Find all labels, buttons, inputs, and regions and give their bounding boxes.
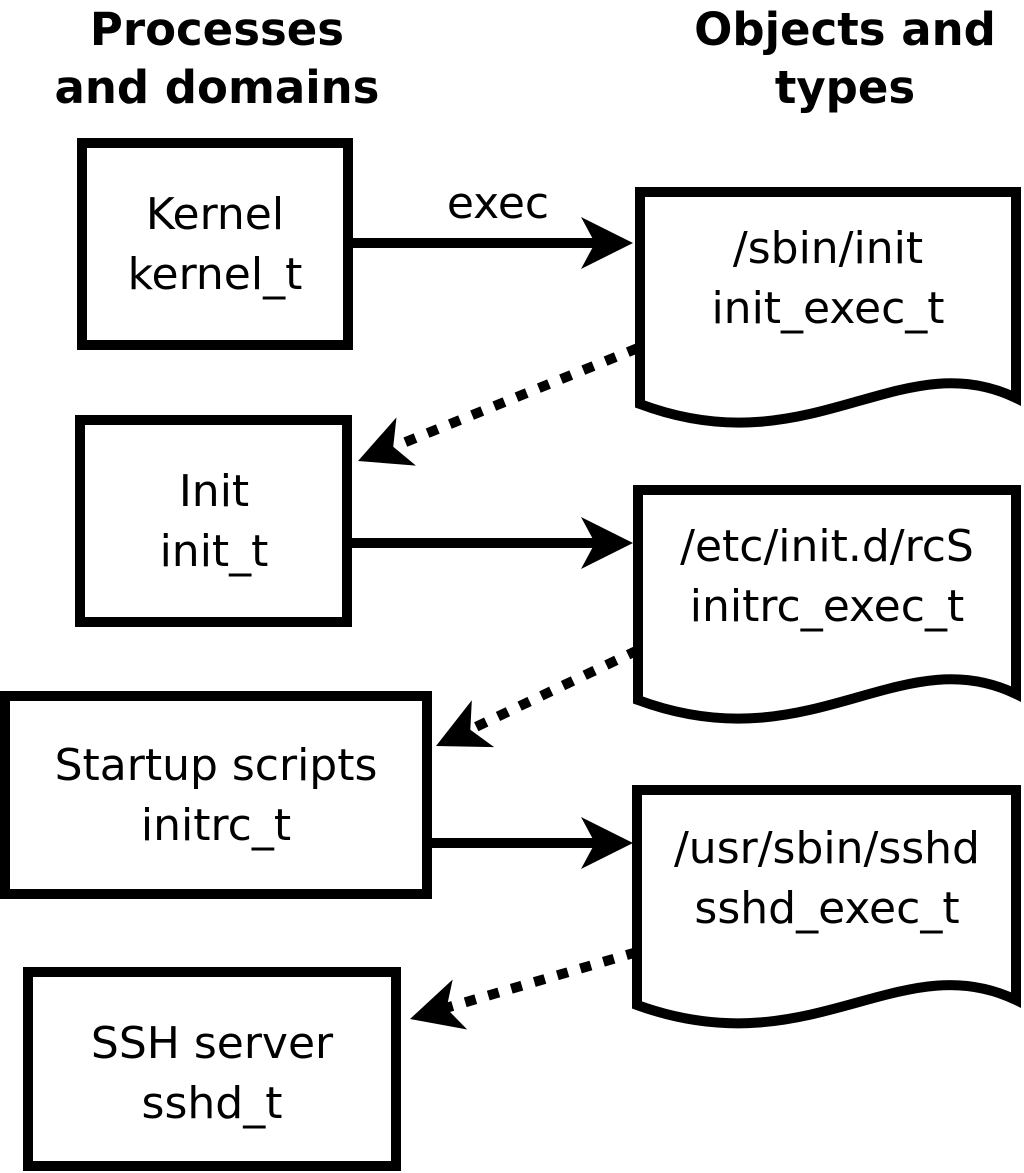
right-column-header-line1: Objects and bbox=[694, 3, 996, 56]
exec-edge-label: exec bbox=[447, 178, 549, 229]
usr-sbin-sshd-type-label: sshd_exec_t bbox=[694, 883, 959, 934]
etc-initd-rcs-path-label: /etc/init.d/rcS bbox=[680, 521, 974, 572]
arrowhead-icon bbox=[581, 217, 633, 269]
kernel-domain-label: kernel_t bbox=[128, 249, 303, 300]
arrowhead-icon bbox=[581, 517, 633, 569]
process-node-startup-scripts: Startup scripts initrc_t bbox=[0, 691, 432, 899]
ssh-server-name-label: SSH server bbox=[91, 1018, 334, 1069]
init-box bbox=[75, 415, 352, 627]
transition-arrow-sbin-init-to-init bbox=[384, 343, 640, 455]
startup-scripts-name-label: Startup scripts bbox=[55, 740, 378, 791]
init-name-label: Init bbox=[179, 466, 249, 517]
arrowhead-icon bbox=[436, 700, 495, 748]
left-column-header-line2: and domains bbox=[55, 61, 380, 114]
right-column-header-line2: types bbox=[775, 61, 915, 114]
process-node-ssh-server: SSH server sshd_t bbox=[23, 967, 401, 1171]
process-node-kernel: Kernel kernel_t bbox=[77, 138, 353, 350]
ssh-server-box bbox=[23, 967, 401, 1171]
object-node-usr-sbin-sshd: /usr/sbin/sshd sshd_exec_t bbox=[632, 785, 1021, 1029]
init-domain-label: init_t bbox=[160, 526, 269, 577]
etc-initd-rcs-document bbox=[633, 485, 1021, 724]
process-node-init: Init init_t bbox=[75, 415, 352, 627]
startup-scripts-box bbox=[0, 691, 432, 899]
kernel-box bbox=[77, 138, 353, 350]
sbin-init-type-label: init_exec_t bbox=[711, 283, 944, 334]
arrowhead-icon bbox=[410, 979, 468, 1030]
kernel-name-label: Kernel bbox=[146, 189, 284, 240]
object-node-sbin-init: /sbin/init init_exec_t bbox=[635, 187, 1021, 428]
usr-sbin-sshd-path-label: /usr/sbin/sshd bbox=[674, 823, 980, 874]
transition-arrow-rcs-to-initrc bbox=[460, 645, 641, 738]
sbin-init-document bbox=[635, 187, 1021, 428]
ssh-server-domain-label: sshd_t bbox=[142, 1078, 283, 1129]
left-column-header-line1: Processes bbox=[90, 3, 344, 56]
etc-initd-rcs-type-label: initrc_exec_t bbox=[690, 581, 964, 632]
transition-arrow-sshd-exec-to-sshd bbox=[437, 947, 639, 1015]
sbin-init-path-label: /sbin/init bbox=[733, 223, 923, 274]
object-node-etc-initd-rcs: /etc/init.d/rcS initrc_exec_t bbox=[633, 485, 1021, 724]
usr-sbin-sshd-document bbox=[632, 785, 1021, 1029]
startup-scripts-domain-label: initrc_t bbox=[141, 800, 291, 851]
arrowhead-icon bbox=[581, 817, 633, 869]
arrowhead-icon bbox=[358, 417, 416, 466]
